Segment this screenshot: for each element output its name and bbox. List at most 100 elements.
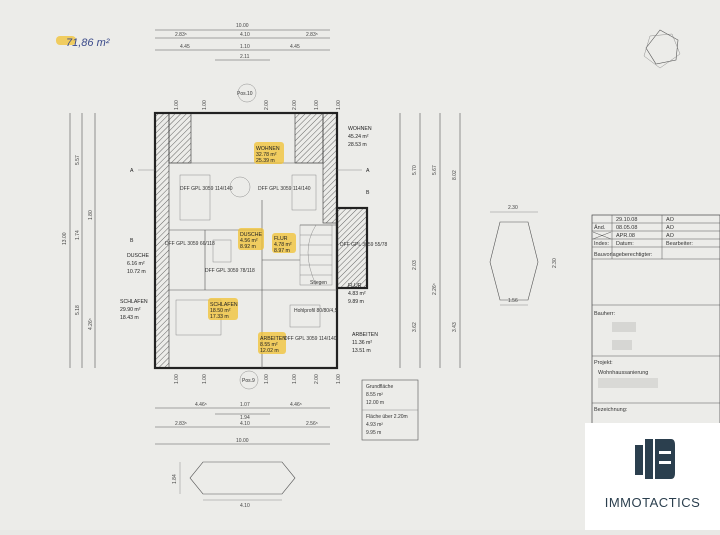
- dim-top-2: 4.10: [240, 32, 250, 38]
- svg-text:2.26⁵: 2.26⁵: [432, 283, 438, 295]
- svg-text:12.02 m: 12.02 m: [260, 348, 279, 354]
- svg-text:DFF GPL 3059 114/140: DFF GPL 3059 114/140: [284, 336, 337, 342]
- svg-text:5.57: 5.57: [75, 155, 81, 165]
- room-flur-inner: FLUR 4.78 m² 8.97 m: [272, 233, 296, 254]
- pos-top-label: Pos.10: [237, 91, 253, 97]
- logo-text: IMMOTACTICS: [604, 495, 701, 510]
- dim-top-7: 2.11: [240, 54, 250, 60]
- dim-v-3: 2.00: [264, 100, 270, 110]
- svg-text:SCHLAFEN: SCHLAFEN: [120, 299, 148, 305]
- svg-text:Bauherr:: Bauherr:: [594, 311, 616, 317]
- svg-text:2.56⁵: 2.56⁵: [306, 421, 318, 427]
- svg-text:4.56 m²: 4.56 m²: [240, 238, 258, 244]
- svg-text:1.56: 1.56: [508, 298, 518, 304]
- dormer-hatch: [336, 207, 368, 289]
- svg-text:1.00: 1.00: [292, 374, 298, 384]
- svg-text:5.70: 5.70: [412, 165, 418, 175]
- svg-text:1.94: 1.94: [240, 415, 250, 421]
- pos-bottom-circle: [239, 370, 259, 390]
- dim-top-4: 4.45: [180, 44, 190, 50]
- svg-text:Fläche über 2.20m: Fläche über 2.20m: [366, 414, 408, 420]
- logo-box: IMMOTACTICS: [585, 423, 720, 530]
- svg-text:Grundfläche: Grundfläche: [366, 384, 393, 390]
- svg-text:1.00: 1.00: [174, 374, 180, 384]
- dim-v-2: 1.00: [202, 100, 208, 110]
- dim-v-5: 1.00: [314, 100, 320, 110]
- svg-text:4.83 m²: 4.83 m²: [348, 291, 366, 297]
- room-dusche-inner: DUSCHE 4.56 m² 8.92 m: [238, 228, 264, 250]
- svg-text:4.46⁵: 4.46⁵: [290, 402, 302, 408]
- svg-text:2.03: 2.03: [412, 260, 418, 270]
- svg-text:10.00: 10.00: [236, 438, 249, 444]
- svg-text:1.80: 1.80: [88, 210, 94, 220]
- handwritten-highlight: [56, 36, 76, 45]
- side-detail: 2.30 2.30 1.56: [489, 205, 558, 306]
- svg-text:SCHLAFEN: SCHLAFEN: [210, 302, 238, 308]
- svg-text:3.62: 3.62: [412, 322, 418, 332]
- compass-icon: [643, 29, 681, 69]
- svg-text:DUSCHE: DUSCHE: [240, 232, 262, 238]
- svg-text:A: A: [366, 168, 370, 174]
- svg-text:4.26⁵: 4.26⁵: [88, 318, 94, 330]
- svg-text:Änd.: Änd.: [594, 224, 606, 231]
- svg-text:DFF GPL 3059 114/140: DFF GPL 3059 114/140: [180, 186, 233, 192]
- svg-text:08.05.08: 08.05.08: [616, 225, 637, 231]
- svg-text:28.53 m: 28.53 m: [348, 142, 367, 148]
- right-dimensions: 5.70 5.67 8.02 2.03 2.26⁵ 3.62 3.43: [399, 113, 461, 368]
- svg-text:4.78 m²: 4.78 m²: [274, 242, 292, 248]
- svg-text:29.10.08: 29.10.08: [616, 217, 637, 223]
- svg-text:8.55 m²: 8.55 m²: [260, 342, 278, 348]
- svg-text:2.00: 2.00: [314, 374, 320, 384]
- svg-text:13.00: 13.00: [62, 232, 68, 245]
- svg-text:1.00: 1.00: [202, 374, 208, 384]
- dim-top-1: 2.83⁵: [175, 32, 187, 38]
- svg-text:1.07: 1.07: [240, 402, 250, 408]
- svg-text:4.10: 4.10: [240, 503, 250, 509]
- roof-hatch-right: [322, 112, 338, 224]
- svg-text:AO: AO: [666, 217, 675, 223]
- pos-bottom-label: Pos.9: [242, 378, 255, 384]
- svg-text:Datum:: Datum:: [616, 241, 634, 247]
- svg-text:WOHNEN: WOHNEN: [348, 126, 372, 132]
- room-schlafen: SCHLAFEN 29.90 m² 18.43 m: [120, 299, 148, 321]
- dim-v-4: 2.00: [292, 100, 298, 110]
- svg-text:9.89 m: 9.89 m: [348, 299, 364, 305]
- svg-text:DUSCHE: DUSCHE: [127, 253, 149, 259]
- svg-text:1.74: 1.74: [75, 230, 81, 240]
- svg-text:Bauvorlageberechtigter:: Bauvorlageberechtigter:: [594, 252, 653, 258]
- svg-text:DFF GPL 3059 114/140: DFF GPL 3059 114/140: [258, 186, 311, 192]
- svg-text:25.39 m: 25.39 m: [256, 158, 275, 164]
- svg-text:4.46⁵: 4.46⁵: [195, 402, 207, 408]
- dormer-wall: [335, 206, 369, 290]
- svg-text:Projekt:: Projekt:: [594, 360, 613, 366]
- room-schlafen-inner: SCHLAFEN 18.50 m² 17.33 m: [208, 298, 238, 320]
- svg-text:Index:: Index:: [594, 241, 609, 247]
- svg-text:12.00 m: 12.00 m: [366, 400, 384, 406]
- roof-hatch-top-left: [168, 112, 192, 164]
- svg-text:B: B: [366, 190, 370, 196]
- room-dusche: DUSCHE 6.16 m² 10.72 m: [127, 253, 149, 275]
- top-dimensions: 10.00 2.83⁵ 4.10 2.83⁵ 4.45 1.10 4.45 2.…: [155, 23, 342, 110]
- svg-text:2.30: 2.30: [552, 258, 558, 268]
- svg-text:DFF GPL 3059 78/118: DFF GPL 3059 78/118: [205, 268, 255, 274]
- svg-text:8.02: 8.02: [452, 170, 458, 180]
- svg-text:4.10: 4.10: [240, 421, 250, 427]
- svg-text:5.18: 5.18: [75, 305, 81, 315]
- svg-text:11.36 m²: 11.36 m²: [352, 340, 372, 346]
- room-flur: FLUR 4.83 m² 9.89 m: [348, 283, 366, 305]
- dim-total-top: 10.00: [236, 23, 249, 29]
- room-wohnen: WOHNEN 45.24 m² 28.53 m: [348, 126, 372, 148]
- svg-text:DFF GPL 3059 66/118: DFF GPL 3059 66/118: [165, 241, 215, 247]
- section-markers: A A B B: [130, 168, 370, 244]
- svg-text:3.43: 3.43: [452, 322, 458, 332]
- handwritten-area: 71,86 m²: [66, 37, 110, 49]
- svg-text:8.92 m: 8.92 m: [240, 244, 256, 250]
- area-summary: Grundfläche 8.55 m² 12.00 m Fläche über …: [361, 379, 419, 441]
- roof-hatch-top-right: [294, 112, 324, 164]
- svg-text:1.00: 1.00: [264, 374, 270, 384]
- left-dimensions: 13.00 5.57 1.74 1.80 5.18 4.26⁵: [62, 113, 96, 368]
- dim-v-1: 1.00: [174, 100, 180, 110]
- room-wohnen-inner: WOHNEN 32.78 m² 25.39 m: [254, 142, 284, 164]
